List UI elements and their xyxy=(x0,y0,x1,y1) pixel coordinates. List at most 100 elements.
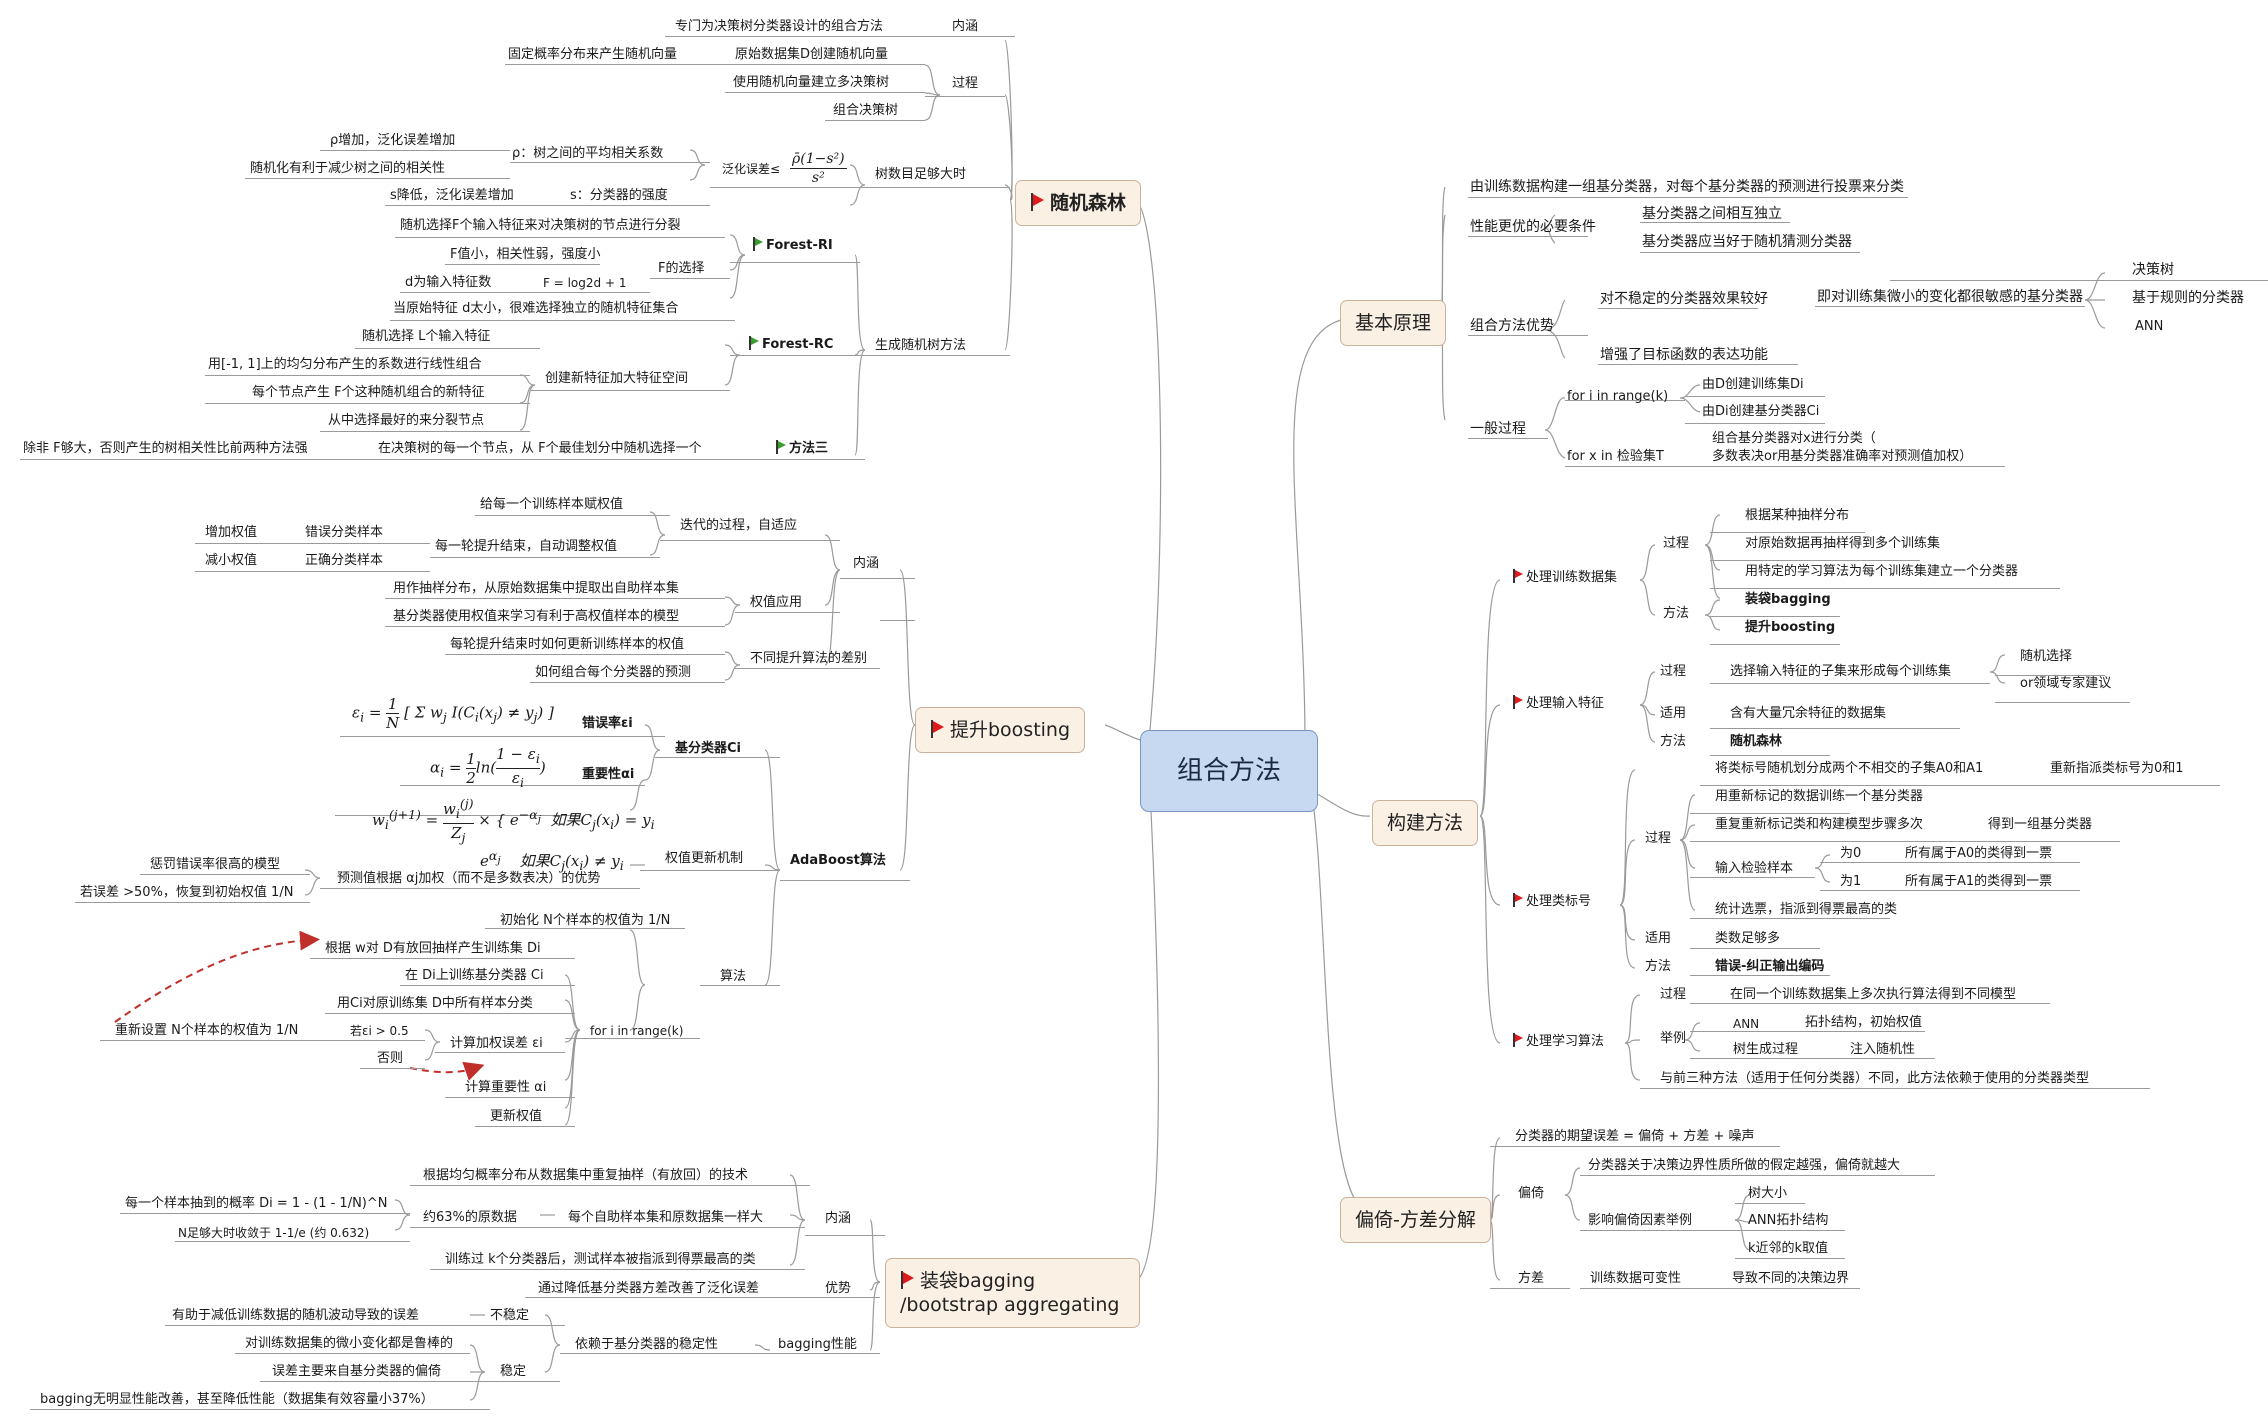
node[interactable]: d为输入特征数 xyxy=(405,275,492,290)
node[interactable]: 依赖于基分类器的稳定性 xyxy=(575,1337,719,1352)
node[interactable]: ρ：树之间的平均相关系数 xyxy=(512,146,664,161)
node[interactable]: 基于规则的分类器 xyxy=(2132,290,2244,306)
node[interactable]: 除非 F够大，否则产生的树相关性比前两种方法强 xyxy=(23,441,308,456)
node[interactable]: bagging无明显性能改善，甚至降低性能（数据集有效容量小37%） xyxy=(40,1392,434,1407)
node[interactable]: 每轮提升结束时如何更新训练样本的权值 xyxy=(450,637,685,652)
node[interactable]: 泛化误差≤ xyxy=(722,162,781,176)
node[interactable]: 处理类标号 xyxy=(1512,893,1591,911)
node[interactable]: 算法 xyxy=(720,969,747,984)
node[interactable]: 重新设置 N个样本的权值为 1/N xyxy=(115,1023,299,1038)
node[interactable]: 错误率εi xyxy=(582,716,633,731)
branch-construct[interactable]: 构建方法 xyxy=(1372,800,1479,846)
node[interactable]: 内涵 xyxy=(825,1211,852,1226)
node[interactable]: 通过降低基分类器方差改善了泛化误差 xyxy=(538,1281,760,1296)
node[interactable]: 与前三种方法（适用于任何分类器）不同，此方法依赖于使用的分类器类型 xyxy=(1660,1071,2090,1086)
node[interactable]: 导致不同的决策边界 xyxy=(1732,1271,1850,1286)
node[interactable]: 每一轮提升结束，自动调整权值 xyxy=(435,539,618,554)
node[interactable]: 提升boosting xyxy=(1745,620,1836,635)
node[interactable]: bagging性能 xyxy=(778,1337,857,1352)
node[interactable]: 用[-1, 1]上的均匀分布产生的系数进行线性组合 xyxy=(208,357,482,372)
node[interactable]: 给每一个训练样本赋权值 xyxy=(480,497,624,512)
node[interactable]: 预测值根据 αj加权（而不是多数表决）的优势 xyxy=(337,871,601,886)
node[interactable]: 重新指派类标号为0和1 xyxy=(2050,761,2184,776)
node[interactable]: 从中选择最好的来分裂节点 xyxy=(328,413,485,428)
node[interactable]: 树生成过程 xyxy=(1733,1042,1799,1057)
node[interactable]: 随机选择 L个输入特征 xyxy=(362,329,491,344)
node[interactable]: 原始数据集D创建随机向量 xyxy=(735,47,889,62)
node[interactable]: 每个自助样本集和原数据集一样大 xyxy=(568,1210,764,1225)
node[interactable]: 方差 xyxy=(1518,1271,1545,1286)
node[interactable]: 对训练数据集的微小变化都是鲁棒的 xyxy=(245,1336,454,1351)
node[interactable]: 训练过 k个分类器后，测试样本被指派到得票最高的类 xyxy=(445,1252,756,1267)
node[interactable]: 组合方法优势 xyxy=(1470,318,1554,334)
node[interactable]: 不同提升算法的差别 xyxy=(750,651,868,666)
node[interactable]: 专门为决策树分类器设计的组合方法 xyxy=(675,19,884,34)
node[interactable]: 方法三 xyxy=(775,440,828,458)
node[interactable]: 注入随机性 xyxy=(1850,1042,1916,1057)
node[interactable]: 在同一个训练数据集上多次执行算法得到不同模型 xyxy=(1730,987,2017,1002)
node[interactable]: AdaBoost算法 xyxy=(790,853,886,868)
node[interactable]: 过程 xyxy=(1645,831,1672,846)
node[interactable]: 在 Di上训练基分类器 Ci xyxy=(405,968,544,983)
node[interactable]: 根据均匀概率分布从数据集中重复抽样（有放回）的技术 xyxy=(423,1168,749,1183)
node[interactable]: 处理输入特征 xyxy=(1512,695,1604,713)
node[interactable]: 输入检验样本 xyxy=(1715,861,1794,876)
node[interactable]: ANN xyxy=(2135,319,2164,334)
node[interactable]: 类数足够多 xyxy=(1715,931,1781,946)
node[interactable]: 当原始特征 d太小，很难选择独立的随机特征集合 xyxy=(393,301,679,316)
node[interactable]: 用重新标记的数据训练一个基分类器 xyxy=(1715,789,1924,804)
node[interactable]: 计算重要性 αi xyxy=(465,1080,547,1095)
node[interactable]: 更新权值 xyxy=(490,1109,543,1124)
node[interactable]: 由D创建训练集Di xyxy=(1702,377,1804,392)
node[interactable]: k近邻的k取值 xyxy=(1748,1241,1829,1256)
node[interactable]: 创建新特征加大特征空间 xyxy=(545,371,689,386)
node[interactable]: s降低，泛化误差增加 xyxy=(390,188,514,203)
node[interactable]: 若εi > 0.5 xyxy=(350,1024,409,1038)
node[interactable]: 所有属于A0的类得到一票 xyxy=(1905,846,2053,861)
node[interactable]: 固定概率分布来产生随机向量 xyxy=(508,47,678,62)
node[interactable]: 过程 xyxy=(1660,664,1687,679)
branch-basic[interactable]: 基本原理 xyxy=(1340,300,1447,346)
branch-boost[interactable]: 提升boosting xyxy=(915,707,1086,753)
node[interactable]: 根据 w对 D有放回抽样产生训练集 Di xyxy=(325,941,541,956)
node[interactable]: 装袋bagging xyxy=(1745,592,1831,607)
node[interactable]: 若误差 >50%，恢复到初始权值 1/N xyxy=(80,885,294,900)
node[interactable]: 每个节点产生 F个这种随机组合的新特征 xyxy=(252,385,485,400)
node[interactable]: 适用 xyxy=(1660,706,1687,721)
node[interactable]: 树数目足够大时 xyxy=(875,167,967,182)
node[interactable]: 组合决策树 xyxy=(833,103,899,118)
node[interactable]: 基分类器之间相互独立 xyxy=(1642,206,1782,222)
node[interactable]: 生成随机树方法 xyxy=(875,338,967,353)
node[interactable]: s：分类器的强度 xyxy=(570,188,668,203)
node[interactable]: for i in range(k) xyxy=(590,1024,684,1038)
node[interactable]: 错误-纠正输出编码 xyxy=(1715,959,1825,974)
node[interactable]: 基分类器使用权值来学习有利于高权值样本的模型 xyxy=(393,609,680,624)
node[interactable]: 对不稳定的分类器效果较好 xyxy=(1600,291,1768,307)
node[interactable]: or领域专家建议 xyxy=(2020,676,2112,691)
node[interactable]: 权值应用 xyxy=(750,595,803,610)
node[interactable]: 得到一组基分类器 xyxy=(1988,817,2093,832)
node[interactable]: Forest-RI xyxy=(752,237,833,255)
node[interactable]: 性能更优的必要条件 xyxy=(1470,219,1596,235)
node[interactable]: 多数表决or用基分类器准确率对预测值加权） xyxy=(1712,449,1973,464)
root-topic[interactable]: 组合方法 xyxy=(1140,730,1319,812)
node[interactable]: N足够大时收敛于 1-1/e (约 0.632) xyxy=(178,1226,370,1240)
node[interactable]: 重要性αi xyxy=(582,767,635,782)
node[interactable]: 用Ci对原训练集 D中所有样本分类 xyxy=(337,996,533,1011)
node[interactable]: 计算加权误差 εi xyxy=(450,1036,543,1051)
node[interactable]: 内涵 xyxy=(952,19,979,34)
node[interactable]: 迭代的过程，自适应 xyxy=(680,518,798,533)
node[interactable]: for x in 检验集T xyxy=(1567,449,1664,464)
node[interactable]: 随机选择 xyxy=(2020,649,2073,664)
node[interactable]: 处理学习算法 xyxy=(1512,1033,1604,1051)
node[interactable]: 优势 xyxy=(825,1281,852,1296)
node[interactable]: 在决策树的每一个节点，从 F个最佳划分中随机选择一个 xyxy=(378,441,702,456)
node[interactable]: 影响偏倚因素举例 xyxy=(1588,1213,1693,1228)
node[interactable]: 使用随机向量建立多决策树 xyxy=(733,75,890,90)
node[interactable]: 基分类器应当好于随机猜测分类器 xyxy=(1642,234,1852,250)
node[interactable]: 由Di创建基分类器Ci xyxy=(1702,404,1820,419)
node[interactable]: ANN拓扑结构 xyxy=(1748,1213,1829,1228)
node[interactable]: 过程 xyxy=(1663,536,1690,551)
node[interactable]: 减小权值 xyxy=(205,553,258,568)
node[interactable]: 过程 xyxy=(952,76,979,91)
